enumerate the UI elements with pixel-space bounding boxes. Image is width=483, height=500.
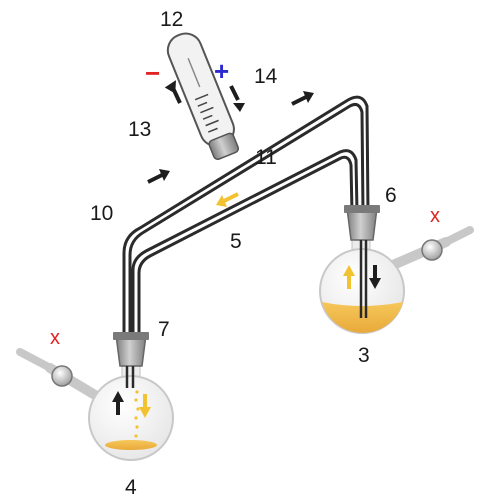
flask-4-liquid: [105, 440, 157, 450]
syringe-graduations: [187, 57, 219, 133]
label-6: 6: [385, 184, 397, 207]
label-10: 10: [90, 202, 113, 225]
plus-sign: +: [214, 56, 229, 86]
stopcock-left-x: x: [50, 327, 60, 349]
syringe-tip: [208, 132, 240, 161]
label-4: 4: [125, 476, 137, 499]
label-13: 13: [128, 118, 151, 141]
stopcock-left-icon[interactable]: [51, 365, 73, 387]
label-14: 14: [254, 65, 278, 88]
arrow-top-right-icon: [291, 91, 314, 106]
arrow-yellow-tube-icon: [216, 192, 239, 207]
stopcock-right-icon[interactable]: [421, 239, 443, 261]
arrow-down-right-icon: [229, 85, 245, 112]
arrow-yellow-down-flask4-icon: [139, 394, 151, 418]
label-5: 5: [230, 230, 242, 253]
flask-3: [319, 205, 474, 334]
tube-outer: [122, 95, 370, 334]
arrow-up-flask4-icon: [112, 391, 124, 415]
tube-inner: [131, 149, 359, 334]
syringe: [166, 32, 240, 161]
label-3: 3: [358, 344, 370, 367]
minus-sign: −: [145, 58, 160, 88]
arrow-down-flask3-icon: [369, 265, 381, 289]
flask-3-liquid: [322, 302, 403, 333]
flask-4: [16, 332, 174, 461]
droplets: [134, 390, 140, 438]
arrow-yellow-up-flask3-icon: [343, 265, 355, 289]
arrow-up-left-icon: [164, 80, 182, 104]
arrow-left-tube-icon: [147, 169, 170, 184]
label-7: 7: [158, 318, 170, 341]
stopcock-right-x: x: [430, 205, 440, 227]
label-11: 11: [255, 146, 277, 169]
label-12: 12: [160, 8, 183, 31]
